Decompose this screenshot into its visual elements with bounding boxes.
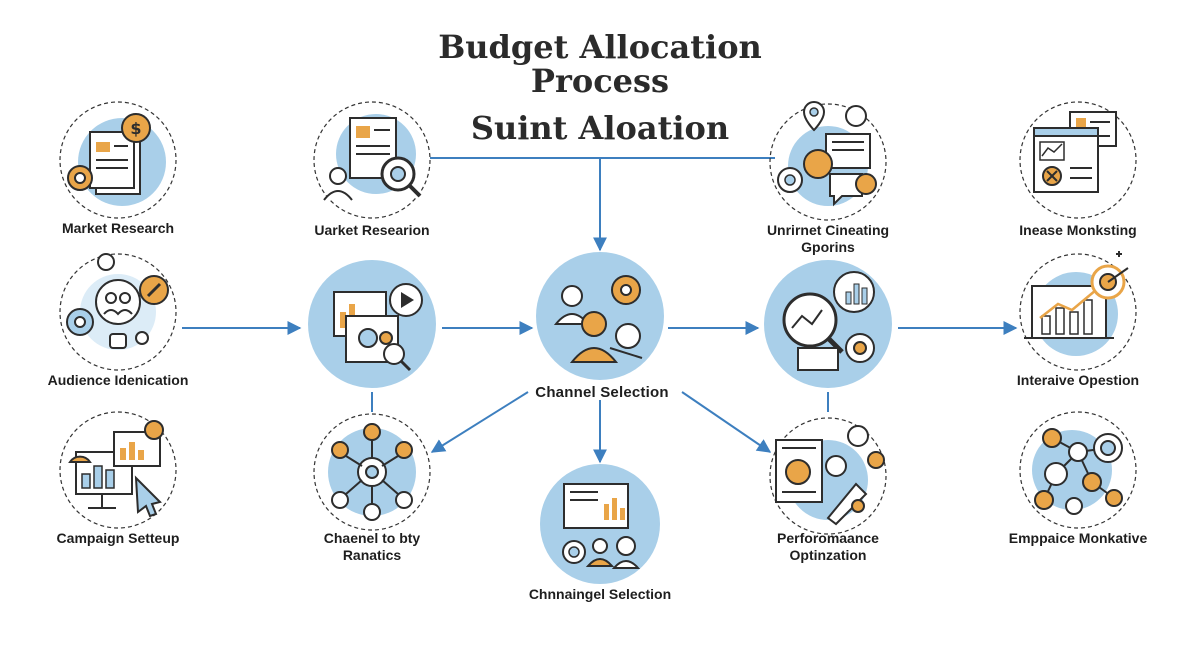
empaice-monitoring-label: Emppaice Monkative — [1008, 530, 1148, 546]
team-gear-icon — [536, 252, 664, 380]
dashboard-team-icon — [540, 464, 660, 584]
audience-identification-label: Audience Idenication — [47, 372, 189, 388]
diagram-subtitle: Suint Aloation — [470, 109, 730, 147]
campaign-setup-label: Campaign Setteup — [56, 530, 180, 546]
empaice-monitoring-node[interactable] — [1016, 408, 1140, 532]
channel-selection-2-node[interactable] — [538, 462, 662, 586]
people-gears-icon — [59, 253, 177, 371]
analytics-report-node[interactable] — [306, 258, 438, 390]
svg-text:$: $ — [130, 119, 141, 138]
growth-target-icon — [1019, 251, 1137, 371]
arrow-top-to-center — [430, 157, 775, 250]
arrow-channel-to-team-network — [430, 391, 529, 453]
diagram-title: Budget Allocation — [438, 28, 762, 66]
channel-selection-2-label: Chnnaingel Selection — [528, 586, 672, 602]
uarket-research-label: Uarket Researion — [314, 222, 430, 238]
chart-cursor-icon — [59, 411, 177, 529]
channel-analytics-label: Chaenel to bty Ranatics — [323, 530, 421, 563]
uarket-research-node[interactable] — [310, 98, 434, 222]
report-video-icon — [308, 260, 436, 388]
unrirnet-channels-label: Unrirnet Cineating Gporins — [766, 222, 890, 255]
network-gears-icon — [1019, 411, 1137, 529]
browser-dashboard-icon — [1019, 101, 1137, 219]
person-magnifier-icon — [313, 101, 431, 219]
diagram-title-line-2: Process — [530, 62, 670, 100]
unrirnet-channels-node[interactable] — [766, 100, 890, 224]
magnifier-chart-gear-icon — [764, 260, 892, 388]
performance-optimization-label: Perforomaance Optinzation — [777, 530, 879, 563]
performance-optimization-node[interactable] — [766, 414, 890, 538]
team-network-icon — [313, 413, 431, 531]
inease-monitoring-node[interactable] — [1016, 98, 1140, 222]
market-research-label: Market Research — [61, 220, 175, 236]
iterative-optimization-node[interactable] — [1016, 250, 1140, 374]
campaign-setup-node[interactable] — [56, 408, 180, 532]
audience-identification-node[interactable] — [56, 250, 180, 374]
inease-monitoring-label: Inease Monksting — [1019, 222, 1137, 238]
iterative-optimization-label: Interaive Opestion — [1016, 372, 1140, 388]
channel-selection-label: Channel Selection — [535, 384, 669, 401]
location-chat-icon — [769, 101, 887, 221]
channel-selection-node[interactable] — [534, 250, 666, 382]
arrow-channel-to-performance — [681, 391, 772, 453]
channel-analytics-node[interactable] — [310, 410, 434, 534]
market-research-node[interactable]: $ — [56, 98, 180, 222]
document-dollar-gear-icon: $ — [59, 101, 177, 219]
document-rocket-icon — [769, 417, 887, 535]
magnifier-analysis-node[interactable] — [762, 258, 894, 390]
